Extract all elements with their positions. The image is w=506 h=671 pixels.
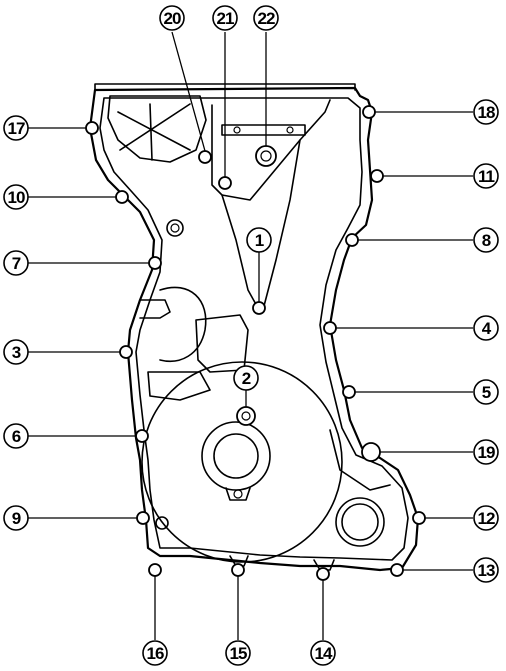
bolt-19	[361, 442, 381, 462]
bolt-5	[342, 385, 356, 399]
callout-2-label: 2	[242, 369, 251, 388]
callout-18-label: 18	[478, 103, 495, 122]
callout-15-label: 15	[230, 644, 247, 663]
bolt-17	[85, 121, 99, 135]
callout-21-label: 21	[217, 9, 234, 28]
bolt-14	[316, 567, 330, 581]
bolt-13	[390, 563, 404, 577]
central-rib-right	[263, 139, 301, 307]
callout-11-label: 11	[478, 167, 495, 186]
callout-1: 1	[246, 227, 272, 253]
callout-12-label: 12	[478, 509, 495, 528]
cover-outline	[88, 86, 420, 572]
central-rib	[221, 194, 259, 309]
crank-seal-inner	[213, 433, 259, 479]
callout-17-label: 17	[8, 119, 25, 138]
callout-16: 16	[142, 640, 168, 666]
rail-hole-2	[286, 126, 294, 134]
bolt-6	[135, 429, 149, 443]
leader-lines	[28, 31, 473, 640]
bolt-3	[119, 345, 133, 359]
callout-5: 5	[473, 379, 499, 405]
callout-8-label: 8	[482, 231, 491, 250]
upper-rib	[211, 99, 331, 201]
callout-11: 11	[473, 163, 499, 189]
bolt-holes	[85, 105, 426, 581]
dowel-left	[166, 219, 184, 237]
bolt-2-inner	[241, 411, 251, 421]
lower-left-pocket	[147, 371, 211, 401]
callout-10: 10	[3, 184, 29, 210]
bolt-12	[412, 511, 426, 525]
callout-2: 2	[233, 365, 259, 391]
pump-impeller-line-c	[149, 103, 153, 161]
callout-8: 8	[473, 227, 499, 253]
left-slot	[139, 299, 171, 319]
callout-15: 15	[225, 640, 251, 666]
bolt-21	[218, 176, 232, 190]
callout-9: 9	[3, 505, 29, 531]
callout-12: 12	[473, 505, 499, 531]
callout-4-label: 4	[482, 319, 492, 338]
cover-body	[88, 83, 420, 572]
callout-4: 4	[473, 315, 499, 341]
callout-3: 3	[3, 339, 29, 365]
callout-19-label: 19	[478, 443, 495, 462]
bolt-16	[148, 563, 162, 577]
bolt-1	[252, 301, 266, 315]
callout-14-label: 14	[315, 644, 333, 663]
rail-line	[221, 124, 306, 136]
callout-22: 22	[253, 5, 279, 31]
callout-20-label: 20	[164, 9, 181, 28]
callout-6-label: 6	[12, 427, 21, 446]
right-port-inner	[341, 503, 379, 541]
bolt-22	[255, 145, 277, 167]
bolt-9	[136, 511, 150, 525]
rail-hole-1	[233, 126, 241, 134]
bolt-22-inner	[260, 150, 272, 162]
callout-13: 13	[473, 557, 499, 583]
bolt-2	[236, 406, 256, 426]
callout-7-label: 7	[12, 254, 21, 273]
callout-20: 20	[159, 5, 185, 31]
bolt-15	[231, 563, 245, 577]
callout-18: 18	[473, 99, 499, 125]
callout-17: 17	[3, 115, 29, 141]
bolt-18	[362, 105, 376, 119]
crank-tab	[225, 487, 251, 501]
callout-21: 21	[212, 5, 238, 31]
callout-16-label: 16	[147, 644, 164, 663]
crank-disc	[141, 361, 343, 563]
boss-lower-left	[155, 516, 169, 530]
callout-10-label: 10	[8, 188, 25, 207]
bolt-4	[323, 321, 337, 335]
callout-9-label: 9	[12, 509, 21, 528]
right-tab-rib	[329, 429, 391, 491]
callout-1-label: 1	[255, 231, 264, 250]
bolt-7	[148, 256, 162, 270]
callout-7: 7	[3, 250, 29, 276]
leader-20	[171, 31, 206, 152]
callout-6: 6	[3, 423, 29, 449]
bolt-10	[115, 190, 129, 204]
callouts: 1 2 3 4 5 6 7 8 9 10 11 12 13 14 15 16 1…	[3, 5, 499, 666]
pump-window	[107, 95, 207, 163]
left-lobe	[159, 286, 207, 362]
pump-impeller-line-a	[117, 111, 191, 151]
callout-13-label: 13	[478, 561, 495, 580]
callout-5-label: 5	[482, 383, 491, 402]
callout-19: 19	[473, 439, 499, 465]
bolt-20	[198, 150, 212, 164]
callout-3-label: 3	[12, 343, 21, 362]
pump-impeller-line-b	[119, 103, 191, 151]
bolt-8	[345, 233, 359, 247]
crank-tab-hole	[233, 489, 243, 499]
dowel-left-inner	[170, 223, 180, 233]
callout-22-label: 22	[258, 9, 275, 28]
callout-14: 14	[310, 640, 336, 666]
bolt-11	[370, 169, 384, 183]
right-port-outer	[335, 497, 385, 547]
